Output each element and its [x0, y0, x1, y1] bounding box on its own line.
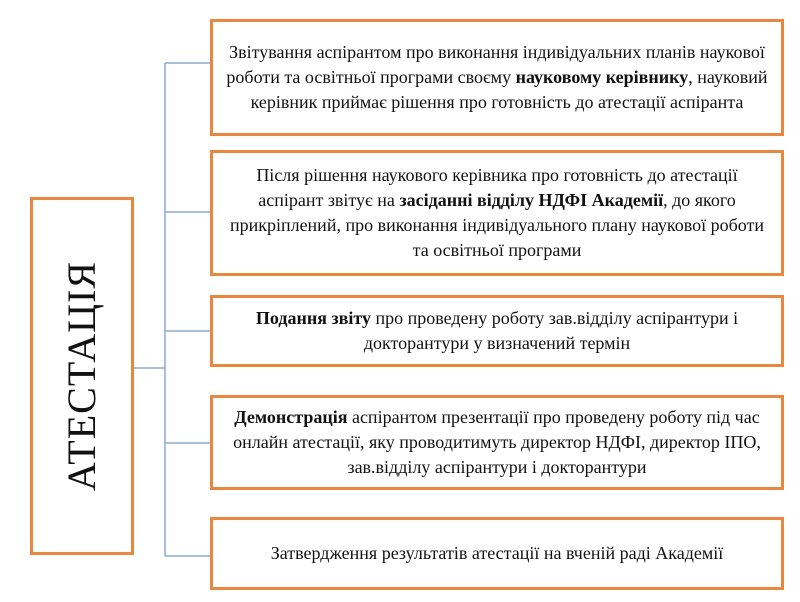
step-box-2: Після рішення наукового керівника про го…	[210, 150, 784, 276]
step-text-bold-segment: засіданні відділу НДФІ Академії	[399, 190, 664, 210]
step-text-segment: , науковий керівник приймає рішення про …	[250, 67, 768, 112]
step-text-segment: Після рішення наукового керівника про го…	[256, 165, 738, 210]
step-text-segment: про проведену роботу зав.відділу аспіран…	[363, 308, 739, 353]
attestation-main-box: АТЕСТАЦІЯ	[30, 197, 134, 555]
step-text-1: Звітування аспірантом про виконання інди…	[223, 40, 771, 115]
step-text-bold-segment: Подання звіту	[255, 308, 371, 328]
step-text-segment: Затвердження результатів атестації на вч…	[270, 543, 724, 563]
step-text-bold-segment: Демонстрація	[234, 407, 348, 427]
step-box-3: Подання звіту про проведену роботу зав.в…	[210, 295, 784, 367]
step-text-2: Після рішення наукового керівника про го…	[223, 163, 771, 263]
step-box-5: Затвердження результатів атестації на вч…	[210, 517, 784, 590]
step-text-3: Подання звіту про проведену роботу зав.в…	[223, 306, 771, 356]
step-box-4: Демонстрація аспірантом презентації про …	[210, 395, 784, 490]
step-text-5: Затвердження результатів атестації на вч…	[271, 541, 724, 566]
step-box-1: Звітування аспірантом про виконання інди…	[210, 19, 784, 136]
step-text-bold-segment: науковому керівнику	[515, 67, 689, 87]
step-text-segment: аспірантом презентації про проведену роб…	[233, 407, 761, 477]
attestation-main-label: АТЕСТАЦІЯ	[59, 260, 105, 492]
step-text-segment: Звітування аспірантом про виконання інди…	[226, 42, 765, 87]
step-text-segment: , до якого прикріплений, про виконання і…	[229, 190, 765, 260]
step-text-4: Демонстрація аспірантом презентації про …	[223, 405, 771, 480]
